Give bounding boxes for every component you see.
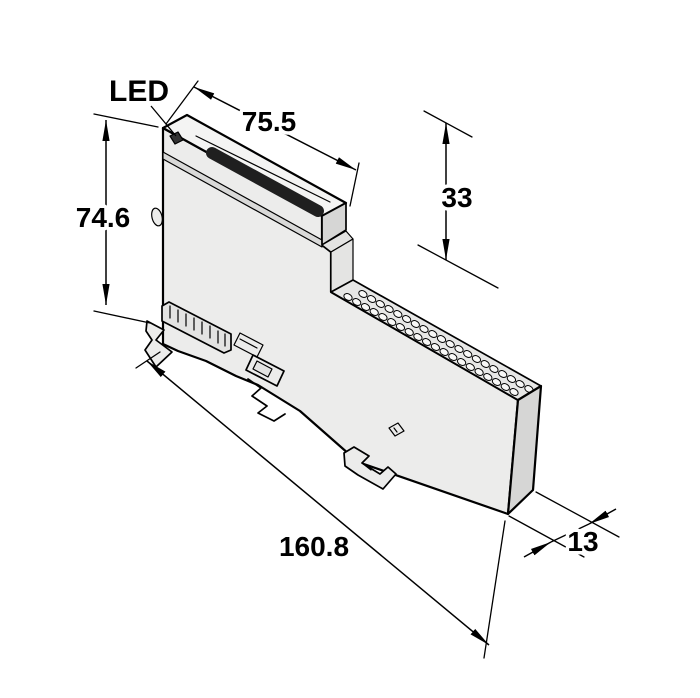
terminal-contact (387, 318, 397, 326)
terminal-contact (401, 315, 412, 323)
terminal-contact (360, 303, 371, 311)
dim-top-width-line (193, 86, 357, 171)
dim-depth-ext-top (423, 110, 473, 138)
terminal-contact (410, 320, 420, 328)
dim-width-arrow-left (523, 541, 552, 558)
dim-top-width-ext-right (349, 162, 360, 207)
terminal-contact (509, 388, 519, 396)
terminal-contact (419, 325, 429, 333)
dim-width: 13 (508, 491, 620, 561)
terminal-contact (506, 375, 517, 383)
head-right-face (321, 202, 347, 246)
terminal-contacts (343, 290, 534, 396)
terminal-contact (436, 335, 447, 343)
terminal-contact (448, 353, 458, 361)
terminal-contact (500, 383, 510, 391)
dim-width-arrow-right (588, 508, 617, 525)
dim-width-span (550, 523, 590, 543)
terminal-contact (375, 300, 385, 308)
terminal-contact (421, 338, 432, 346)
led-indicator (169, 131, 184, 145)
left-edge-stud (151, 207, 163, 227)
terminal-contact (491, 378, 502, 386)
terminal-contact (489, 365, 499, 373)
connector-pins (169, 305, 226, 347)
dim-width-ext-back (535, 491, 620, 538)
led-callout: LED (106, 72, 177, 137)
module-drawing (144, 113, 543, 516)
dim-top-width-ext-left (165, 80, 199, 125)
terminal-contact (343, 293, 353, 301)
terminal-contact (439, 348, 449, 356)
dim-top-width: 75.5 (165, 80, 360, 207)
dim-length: 160.8 (135, 351, 506, 659)
dim-depth-ext-bottom (417, 244, 499, 289)
terminal-contact (369, 308, 379, 316)
dim-depth-label: 33 (441, 182, 472, 213)
terminal-contact (413, 333, 423, 341)
terminal-contact (454, 345, 464, 353)
terminal-contact (515, 380, 525, 388)
terminal-contact (445, 340, 455, 348)
dim-depth: 33 (417, 110, 499, 289)
dim-top-width-label: 75.5 (242, 106, 297, 137)
terminal-contact (430, 343, 441, 351)
terminal-contact (358, 290, 368, 298)
led-leader-line (150, 105, 177, 137)
terminal-contact (378, 313, 388, 321)
terminal-contact (352, 298, 362, 306)
dim-length-label: 160.8 (279, 531, 349, 562)
terminal-contact (393, 310, 403, 318)
dim-length-line (146, 360, 490, 646)
terminal-contact (384, 305, 394, 313)
dim-height: 74.6 (72, 113, 159, 324)
terminal-contact (395, 323, 406, 331)
dim-length-ext-right (483, 520, 506, 659)
connector-body (161, 301, 232, 354)
terminal-contact (366, 295, 377, 303)
dim-height-label: 74.6 (76, 202, 131, 233)
dim-width-ext-front (508, 515, 585, 558)
dim-width-label: 13 (567, 526, 598, 557)
terminal-contact (463, 350, 473, 358)
head-underside (162, 151, 323, 248)
terminal-contact (498, 370, 508, 378)
terminal-contact (404, 328, 414, 336)
dim-height-ext-top (93, 113, 159, 128)
dim-height-ext-bottom (93, 310, 151, 324)
right-end-face (506, 384, 543, 516)
clip-a-edge (239, 338, 258, 349)
dim-length-ext-left (135, 351, 161, 369)
terminal-contact (428, 330, 438, 338)
connector-comb (161, 301, 232, 354)
led-label: LED (109, 75, 169, 108)
